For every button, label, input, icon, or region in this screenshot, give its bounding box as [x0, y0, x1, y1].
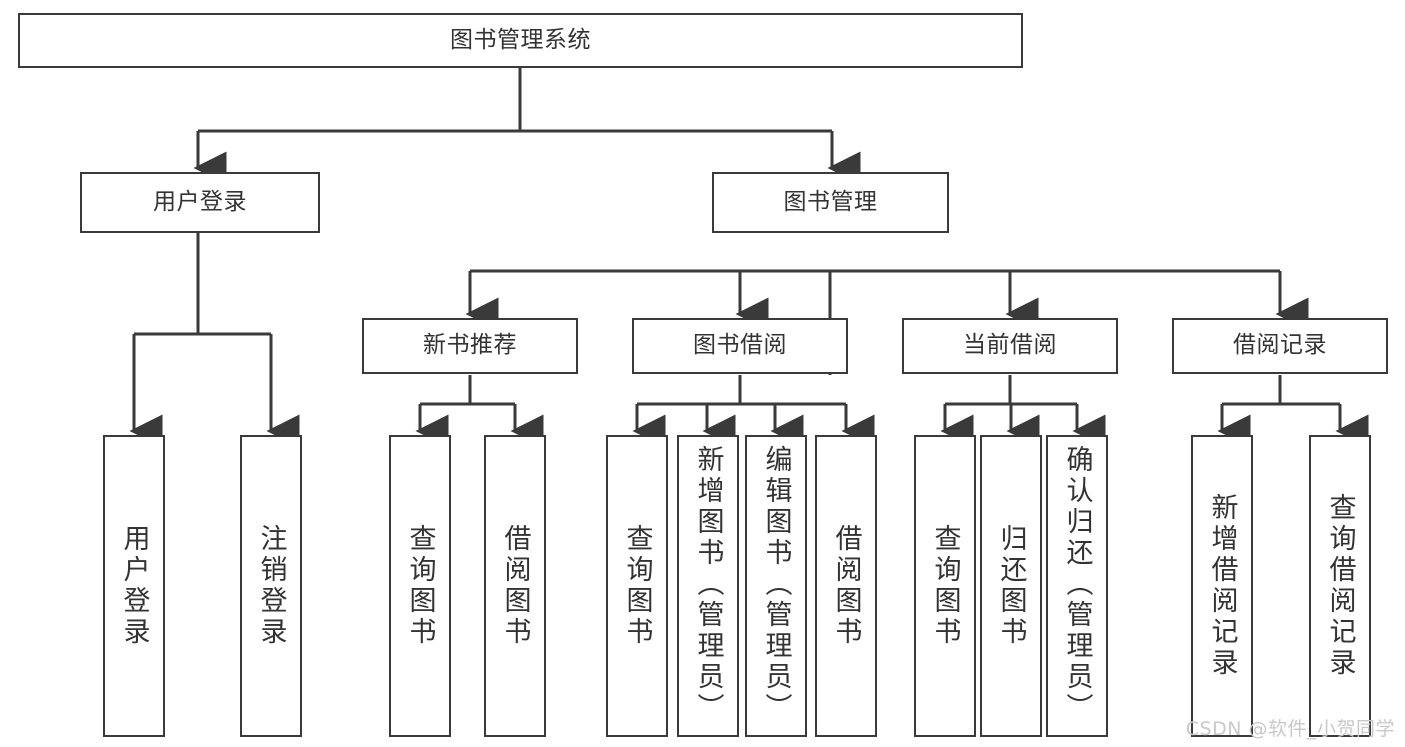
leaf-borrow-book-1[interactable]: 借阅图书 — [484, 435, 546, 737]
node-borrow-record-label: 借阅记录 — [1233, 332, 1327, 359]
leaf-query-book-1-label: 查询图书 — [404, 524, 436, 648]
leaf-edit-book[interactable]: 编辑图书（管理员） — [745, 435, 807, 737]
leaf-add-borrow-record-label: 新增借阅记录 — [1206, 493, 1238, 679]
node-current-borrow-label: 当前借阅 — [963, 332, 1057, 359]
leaf-borrow-book-2-label: 借阅图书 — [830, 524, 862, 648]
leaf-return-book-label: 归还图书 — [995, 524, 1027, 648]
leaf-login[interactable]: 用户登录 — [103, 435, 165, 737]
node-user-login[interactable]: 用户登录 — [80, 172, 320, 233]
leaf-confirm-return[interactable]: 确认归还（管理员） — [1046, 435, 1108, 737]
node-book-borrow[interactable]: 图书借阅 — [632, 318, 848, 374]
leaf-logout[interactable]: 注销登录 — [240, 435, 302, 737]
leaf-logout-label: 注销登录 — [255, 524, 287, 648]
leaf-borrow-book-1-label: 借阅图书 — [499, 524, 531, 648]
leaf-add-book[interactable]: 新增图书（管理员） — [677, 435, 739, 737]
leaf-add-borrow-record[interactable]: 新增借阅记录 — [1191, 435, 1253, 737]
node-current-borrow[interactable]: 当前借阅 — [902, 318, 1118, 374]
leaf-query-borrow-record[interactable]: 查询借阅记录 — [1309, 435, 1371, 737]
leaf-query-book-3-label: 查询图书 — [929, 524, 961, 648]
node-root[interactable]: 图书管理系统 — [18, 13, 1023, 68]
node-new-book-recommend-label: 新书推荐 — [423, 332, 517, 359]
node-book-management[interactable]: 图书管理 — [712, 172, 949, 233]
leaf-edit-book-label: 编辑图书（管理员） — [760, 445, 792, 724]
leaf-query-book-1[interactable]: 查询图书 — [389, 435, 451, 737]
leaf-return-book[interactable]: 归还图书 — [980, 435, 1042, 737]
leaf-confirm-return-label: 确认归还（管理员） — [1061, 445, 1093, 724]
leaf-login-label: 用户登录 — [118, 524, 150, 648]
leaf-query-book-2-label: 查询图书 — [621, 524, 653, 648]
node-book-borrow-label: 图书借阅 — [693, 332, 787, 359]
leaf-query-book-2[interactable]: 查询图书 — [606, 435, 668, 737]
leaf-query-borrow-record-label: 查询借阅记录 — [1324, 493, 1356, 679]
node-borrow-record[interactable]: 借阅记录 — [1172, 318, 1388, 374]
leaf-borrow-book-2[interactable]: 借阅图书 — [815, 435, 877, 737]
node-user-login-label: 用户登录 — [153, 188, 247, 215]
node-book-management-label: 图书管理 — [783, 188, 878, 215]
leaf-add-book-label: 新增图书（管理员） — [692, 445, 724, 724]
leaf-query-book-3[interactable]: 查询图书 — [914, 435, 976, 737]
node-root-label: 图书管理系统 — [450, 26, 591, 53]
watermark-text: CSDN @软件_小贺同学 — [1185, 718, 1395, 740]
node-new-book-recommend[interactable]: 新书推荐 — [362, 318, 578, 374]
